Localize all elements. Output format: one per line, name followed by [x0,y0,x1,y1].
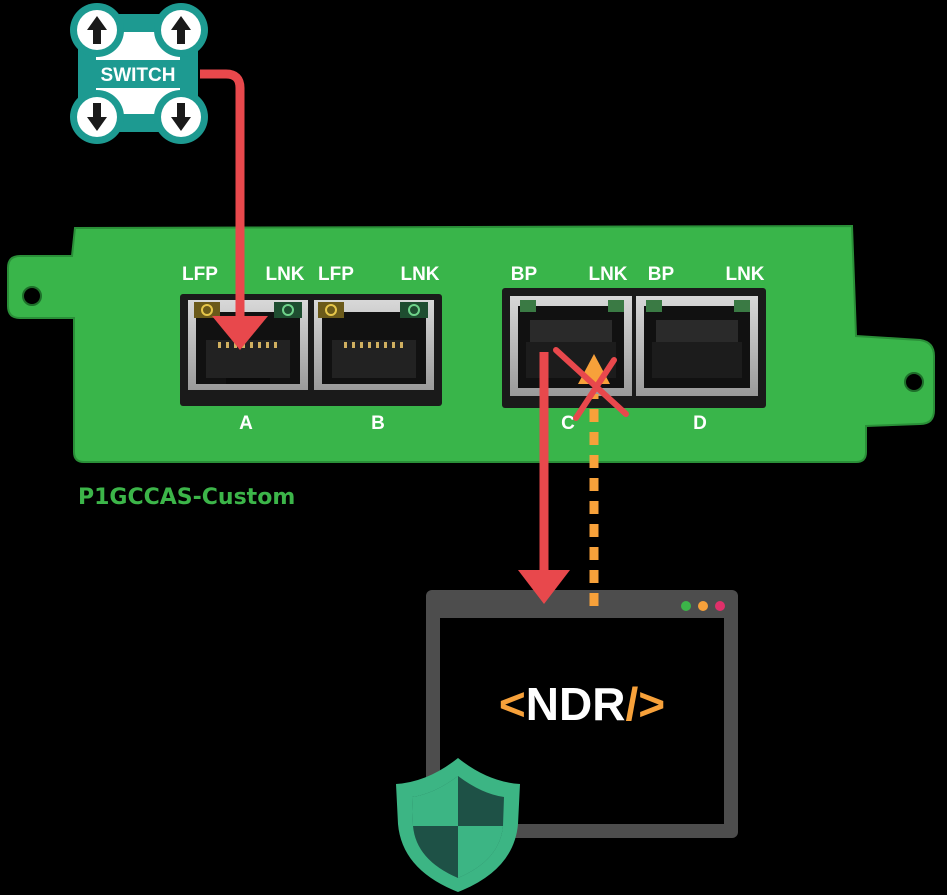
label-lnk-b: LNK [400,264,439,285]
ndr-window: <NDR/> [426,590,738,838]
led-bp [646,300,662,312]
led-lfp [194,302,220,318]
label-lnk-d: LNK [725,264,764,285]
traffic-arrow-to-port-a [200,69,268,350]
label-bp-c: BP [511,264,538,285]
product-name: P1GCCAS-Custom [78,485,295,510]
network-card: LFP LNK LFP LNK BP LNK BP LNK A B C D [7,224,935,463]
mount-hole [22,286,42,306]
arrow-down-icon [171,103,191,131]
ndr-name: NDR [526,678,626,730]
led-lnk [608,300,624,312]
label-lnk-a: LNK [265,264,304,285]
port-c [510,296,632,396]
ndr-gt: > [638,678,665,730]
window-dot-pink [715,601,725,611]
window-dot-green [681,601,691,611]
led-lnk [400,302,428,318]
port-label-b: B [371,413,385,434]
port-label-a: A [239,413,253,434]
port-group-right [502,288,766,408]
ndr-slash: / [625,678,638,730]
arrow-up-icon [87,16,107,44]
label-bp-d: BP [648,264,675,285]
window-dot-orange [698,601,708,611]
led-lnk [274,302,302,318]
arrow-down-icon [87,103,107,131]
label-lnk-c: LNK [588,264,627,285]
switch-label: SWITCH [101,65,176,86]
traffic-arrow-to-ndr [518,352,570,604]
led-lnk [734,300,750,312]
mount-hole [904,372,924,392]
port-d [636,296,758,396]
blocked-x-icon [553,347,629,421]
ndr-label: <NDR/> [499,678,665,730]
port-label-c: C [561,413,575,434]
label-lfp-a: LFP [182,264,218,285]
led-bp [520,300,536,312]
port-group-left [180,294,442,406]
led-lfp [318,302,344,318]
label-lfp-b: LFP [318,264,354,285]
switch-icon: SWITCH [70,3,208,144]
shield-icon [396,758,520,892]
port-label-d: D [693,413,707,434]
arrow-up-icon [171,16,191,44]
ndr-lt: < [499,678,526,730]
port-b [314,300,434,390]
port-a [188,300,308,390]
